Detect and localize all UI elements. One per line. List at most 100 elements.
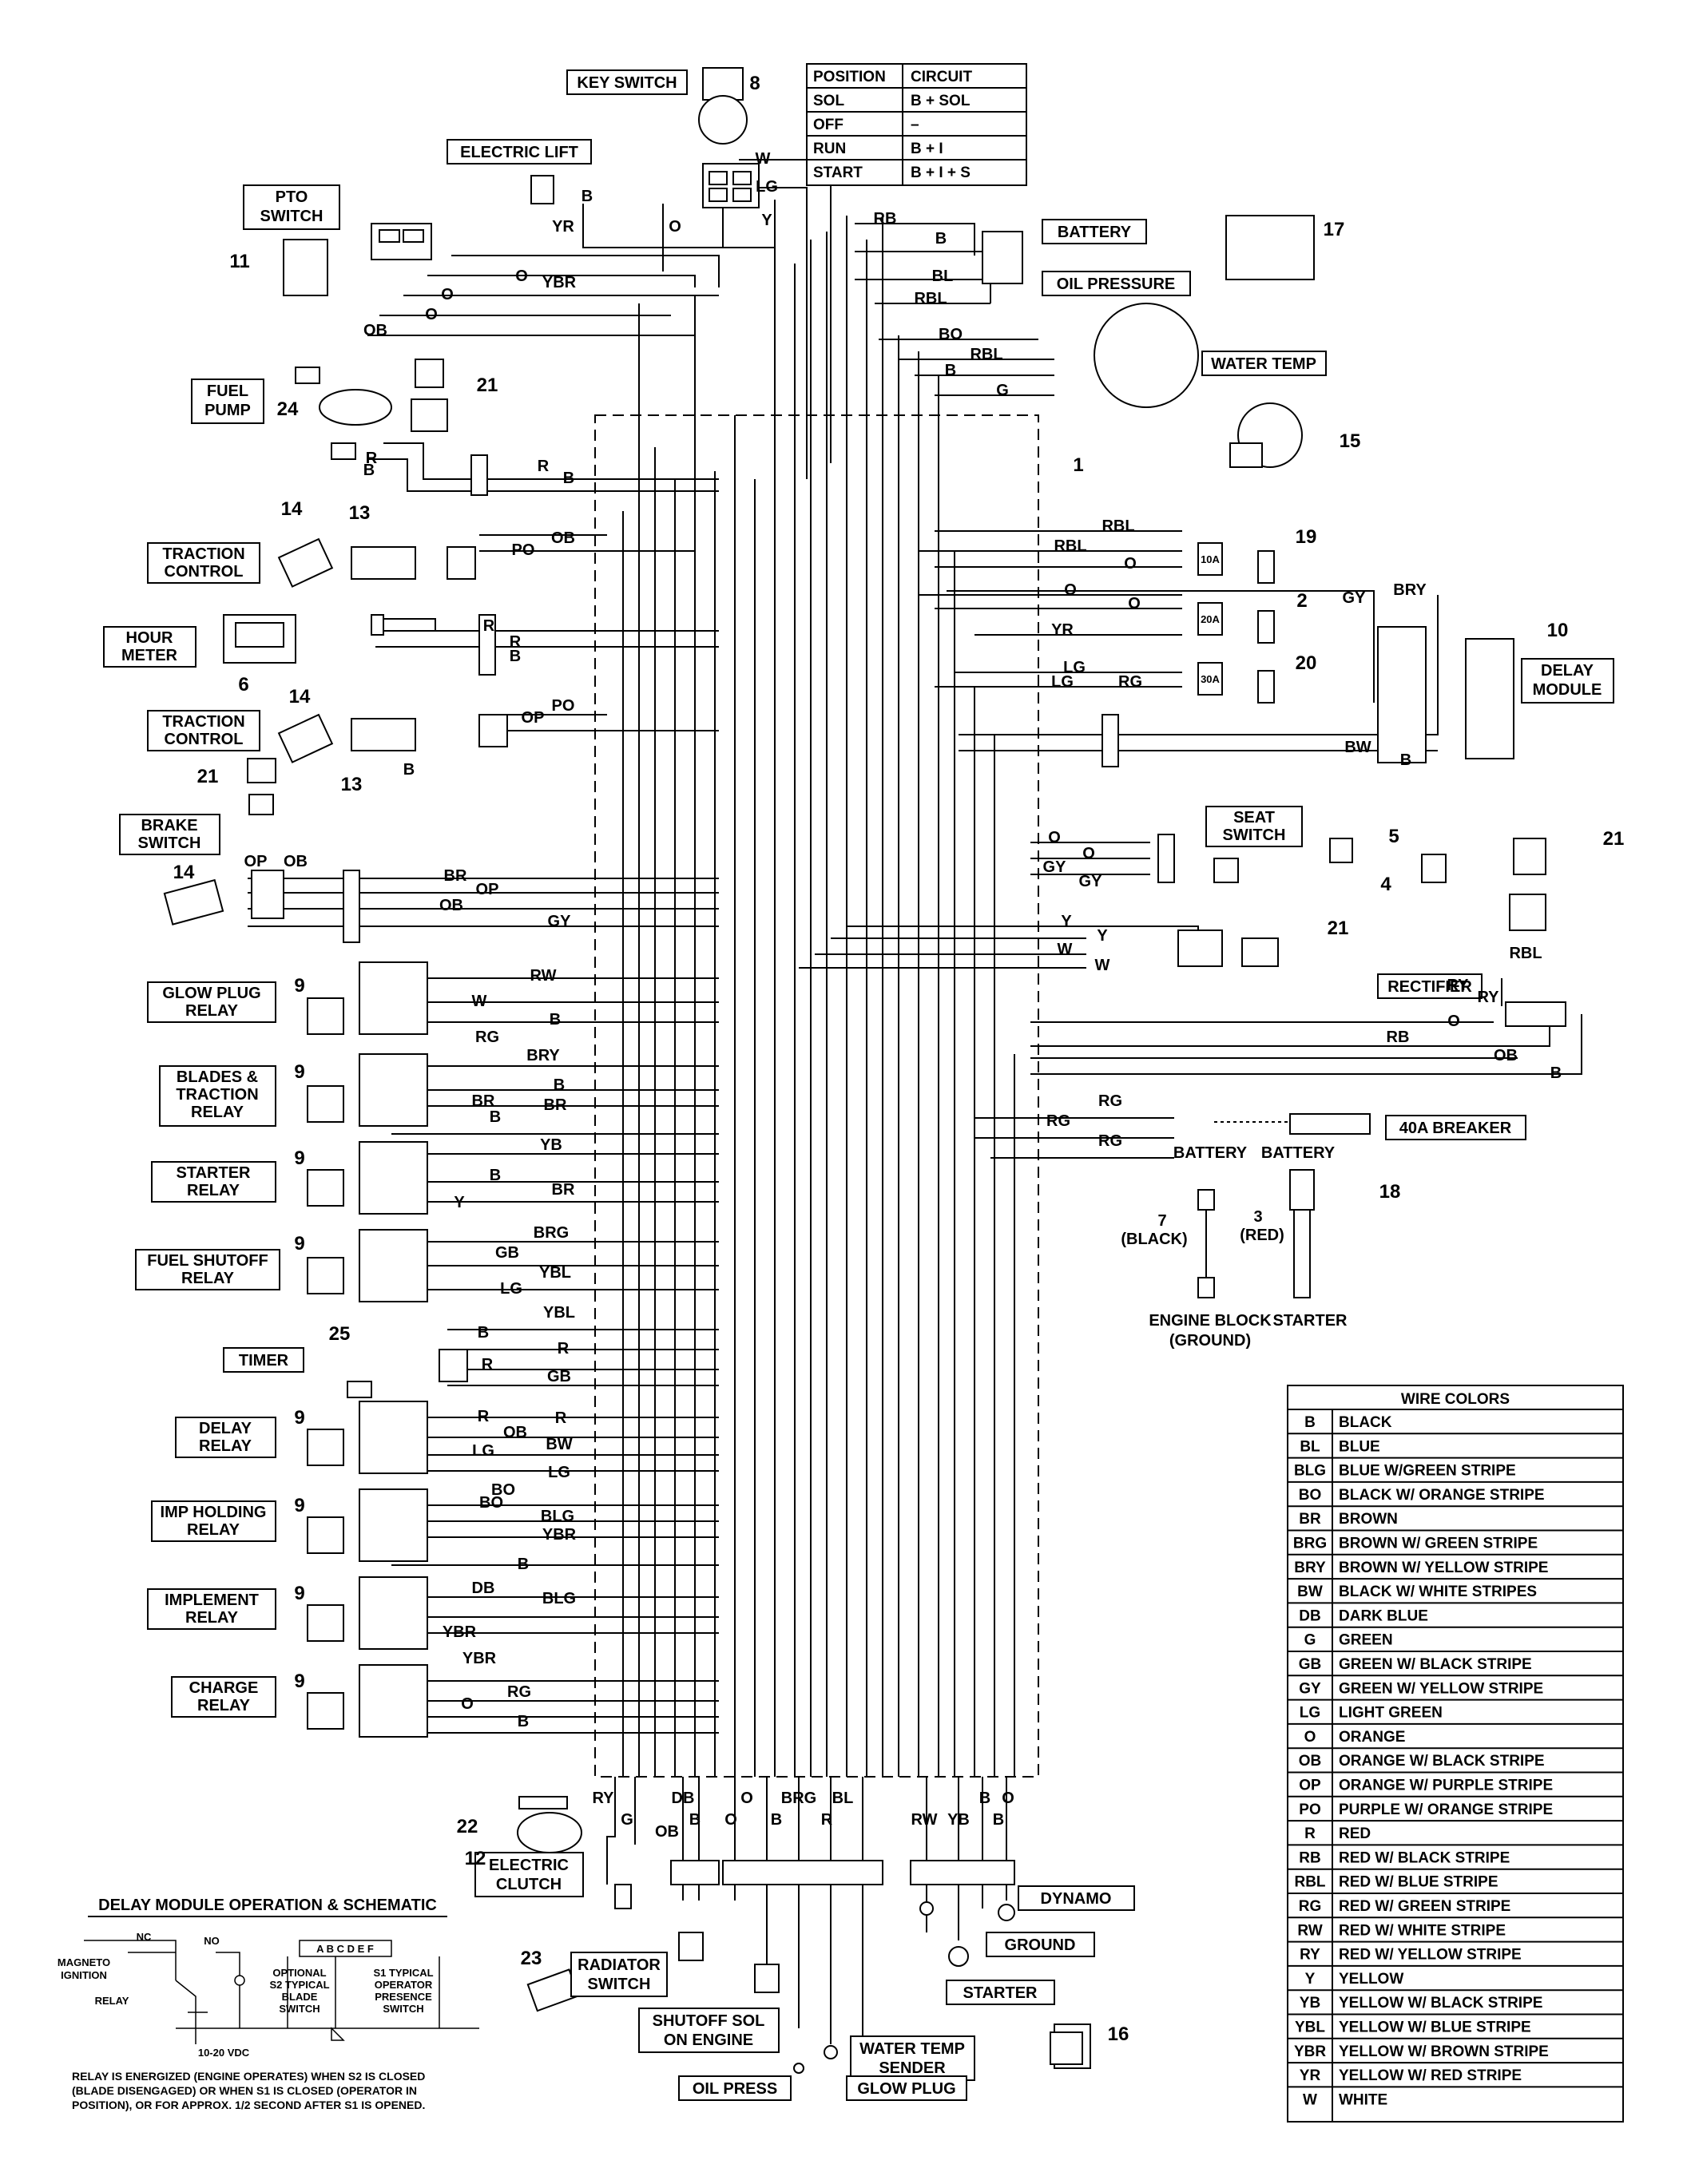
wire-color-tag: B: [490, 1108, 501, 1126]
wire-color-name: RED W/ WHITE STRIPE: [1339, 1922, 1506, 1939]
wire-color-tag: O: [1124, 555, 1137, 573]
wire-color-tag: R: [558, 1340, 570, 1358]
label-boxes: [103, 69, 1614, 2101]
wire-color-tag: YBR: [542, 1526, 577, 1544]
pto-switch-label-2: SWITCH: [260, 208, 324, 225]
wire-color-name: BLUE: [1339, 1438, 1380, 1455]
starter-relay-label-1: STARTER: [177, 1164, 252, 1182]
wire-color-tag: YBR: [462, 1650, 497, 1667]
imp-holding-relay-label-2: RELAY: [187, 1521, 240, 1539]
hour-meter-label-1: HOUR: [126, 629, 173, 647]
wire-color-tag: B: [1550, 1064, 1562, 1082]
callout-21a: 21: [477, 375, 498, 396]
wire-color-tag: O: [1447, 1013, 1460, 1030]
starter-label: STARTER: [963, 1984, 1038, 2002]
wire-color-tag: B: [554, 1076, 565, 1094]
wire-color-tag: OP: [244, 853, 268, 870]
battery-right-label: BATTERY: [1261, 1144, 1336, 1162]
radiator-switch-label-2: SWITCH: [588, 1976, 651, 1993]
wire-color-tag: B: [363, 462, 375, 479]
delay-schematic-s1-4: SWITCH: [383, 2003, 423, 2015]
wire-color-tag: O: [425, 306, 438, 323]
wire-color-tag: BRG: [781, 1790, 816, 1807]
pto-connector-icon: [371, 223, 432, 260]
electric-clutch-label-1: ELECTRIC: [489, 1857, 569, 1874]
engine-block-label-2: (GROUND): [1169, 1332, 1251, 1350]
wire-color-tag: W: [756, 150, 771, 168]
wire-color-tag: RW: [911, 1811, 938, 1829]
wire-color-tag: R: [510, 633, 522, 651]
callout-9g: 9: [294, 1583, 304, 1604]
key-switch-label: KEY SWITCH: [577, 74, 677, 92]
callout-14a: 14: [281, 498, 303, 520]
starter-ground-terminals-icon: [919, 1901, 1015, 1967]
wire-color-tag: RW: [530, 967, 557, 985]
wire-color-tag: YB: [540, 1136, 562, 1154]
dynamo-label: DYNAMO: [1041, 1890, 1112, 1908]
key-table-position-cell: START: [813, 164, 863, 181]
delay-schematic-nc: NC: [137, 1931, 152, 1943]
battery-left-label: BATTERY: [1173, 1144, 1248, 1162]
wire-color-tag: RG: [1118, 673, 1142, 691]
hour-meter-connector-icon: [371, 614, 496, 676]
wire-color-tag: OB: [503, 1424, 527, 1441]
delay-schematic-s1-3: PRESENCE: [375, 1991, 432, 2003]
callout-9a: 9: [294, 975, 304, 997]
wire-color-tag: B: [490, 1167, 501, 1184]
callout-17: 17: [1324, 219, 1345, 240]
wire-color-tag: OB: [363, 322, 387, 339]
wire-color-name: RED W/ BLACK STRIPE: [1339, 1849, 1510, 1866]
wire-color-tag: B: [1400, 751, 1411, 769]
brake-harness-connector-icon: [343, 870, 360, 943]
battery-cable-7-icon: [1197, 1189, 1215, 1298]
key-table-circuit-cell: –: [911, 117, 919, 133]
wire-color-name: RED W/ YELLOW STRIPE: [1339, 1947, 1522, 1964]
wire-color-tag: R: [538, 458, 550, 475]
wire-color-name: BLACK W/ ORANGE STRIPE: [1339, 1487, 1545, 1504]
wire-color-tag: B: [979, 1790, 990, 1807]
callout-14b: 14: [289, 686, 311, 708]
wire-color-tag: W: [1095, 957, 1110, 974]
wire-color-tag: RY: [1447, 977, 1469, 994]
wire-color-name: BROWN W/ YELLOW STRIPE: [1339, 1560, 1548, 1576]
wire-color-tag: R: [478, 1408, 490, 1425]
wire-color-tag: RG: [1046, 1112, 1070, 1130]
wire-color-tag: BLG: [542, 1590, 576, 1607]
wire-color-tag: RBL: [1509, 945, 1542, 962]
callout-6: 6: [238, 674, 248, 696]
relay-icons: [307, 961, 428, 1738]
traction-control-a-label-2: CONTROL: [165, 563, 244, 581]
wire-colors-title: WIRE COLORS: [1401, 1391, 1510, 1408]
callout-9e: 9: [294, 1407, 304, 1429]
wire-color-code: O: [1304, 1729, 1316, 1746]
wire-color-tag: B: [478, 1324, 489, 1342]
wires: [248, 159, 1582, 2044]
key-switch-icon: [698, 67, 748, 145]
delay-schematic-s1-1: S1 TYPICAL: [373, 1967, 433, 1979]
ground-label: GROUND: [1005, 1936, 1076, 1954]
wire-color-tag: RBL: [1054, 537, 1086, 555]
wire-color-code: W: [1303, 2091, 1317, 2108]
fuse-20a: 20A: [1201, 613, 1220, 625]
wire-color-tag: RBL: [970, 346, 1002, 363]
wire-color-tag: O: [515, 268, 528, 285]
wire-color-name: RED: [1339, 1825, 1371, 1842]
callout-13b: 13: [341, 774, 363, 795]
wire-color-tag: W: [472, 993, 487, 1010]
fuel-shutoff-relay-label-2: RELAY: [181, 1270, 235, 1287]
delay-relay-label-1: DELAY: [199, 1420, 252, 1437]
wire-color-tag: RY: [1477, 989, 1499, 1006]
fuse-icons: [1197, 542, 1275, 704]
wire-color-code: G: [1304, 1632, 1316, 1649]
blades-traction-relay-label-3: RELAY: [191, 1104, 244, 1121]
wire-color-tag: BR: [544, 1096, 567, 1114]
delay-module-icon: [1377, 626, 1514, 763]
battery-cable-3-icon: [1289, 1169, 1315, 1298]
delay-schematic-note-1: RELAY IS ENERGIZED (ENGINE OPERATES) WHE…: [72, 2070, 425, 2083]
wire-color-code: RY: [1300, 1947, 1320, 1964]
delay-module-label-2: MODULE: [1533, 681, 1602, 699]
wire-color-tag: B: [550, 1011, 561, 1029]
pto-switch-label-1: PTO: [276, 188, 308, 206]
wire-color-tag: O: [461, 1695, 474, 1713]
wire-color-tag: OP: [522, 709, 545, 727]
